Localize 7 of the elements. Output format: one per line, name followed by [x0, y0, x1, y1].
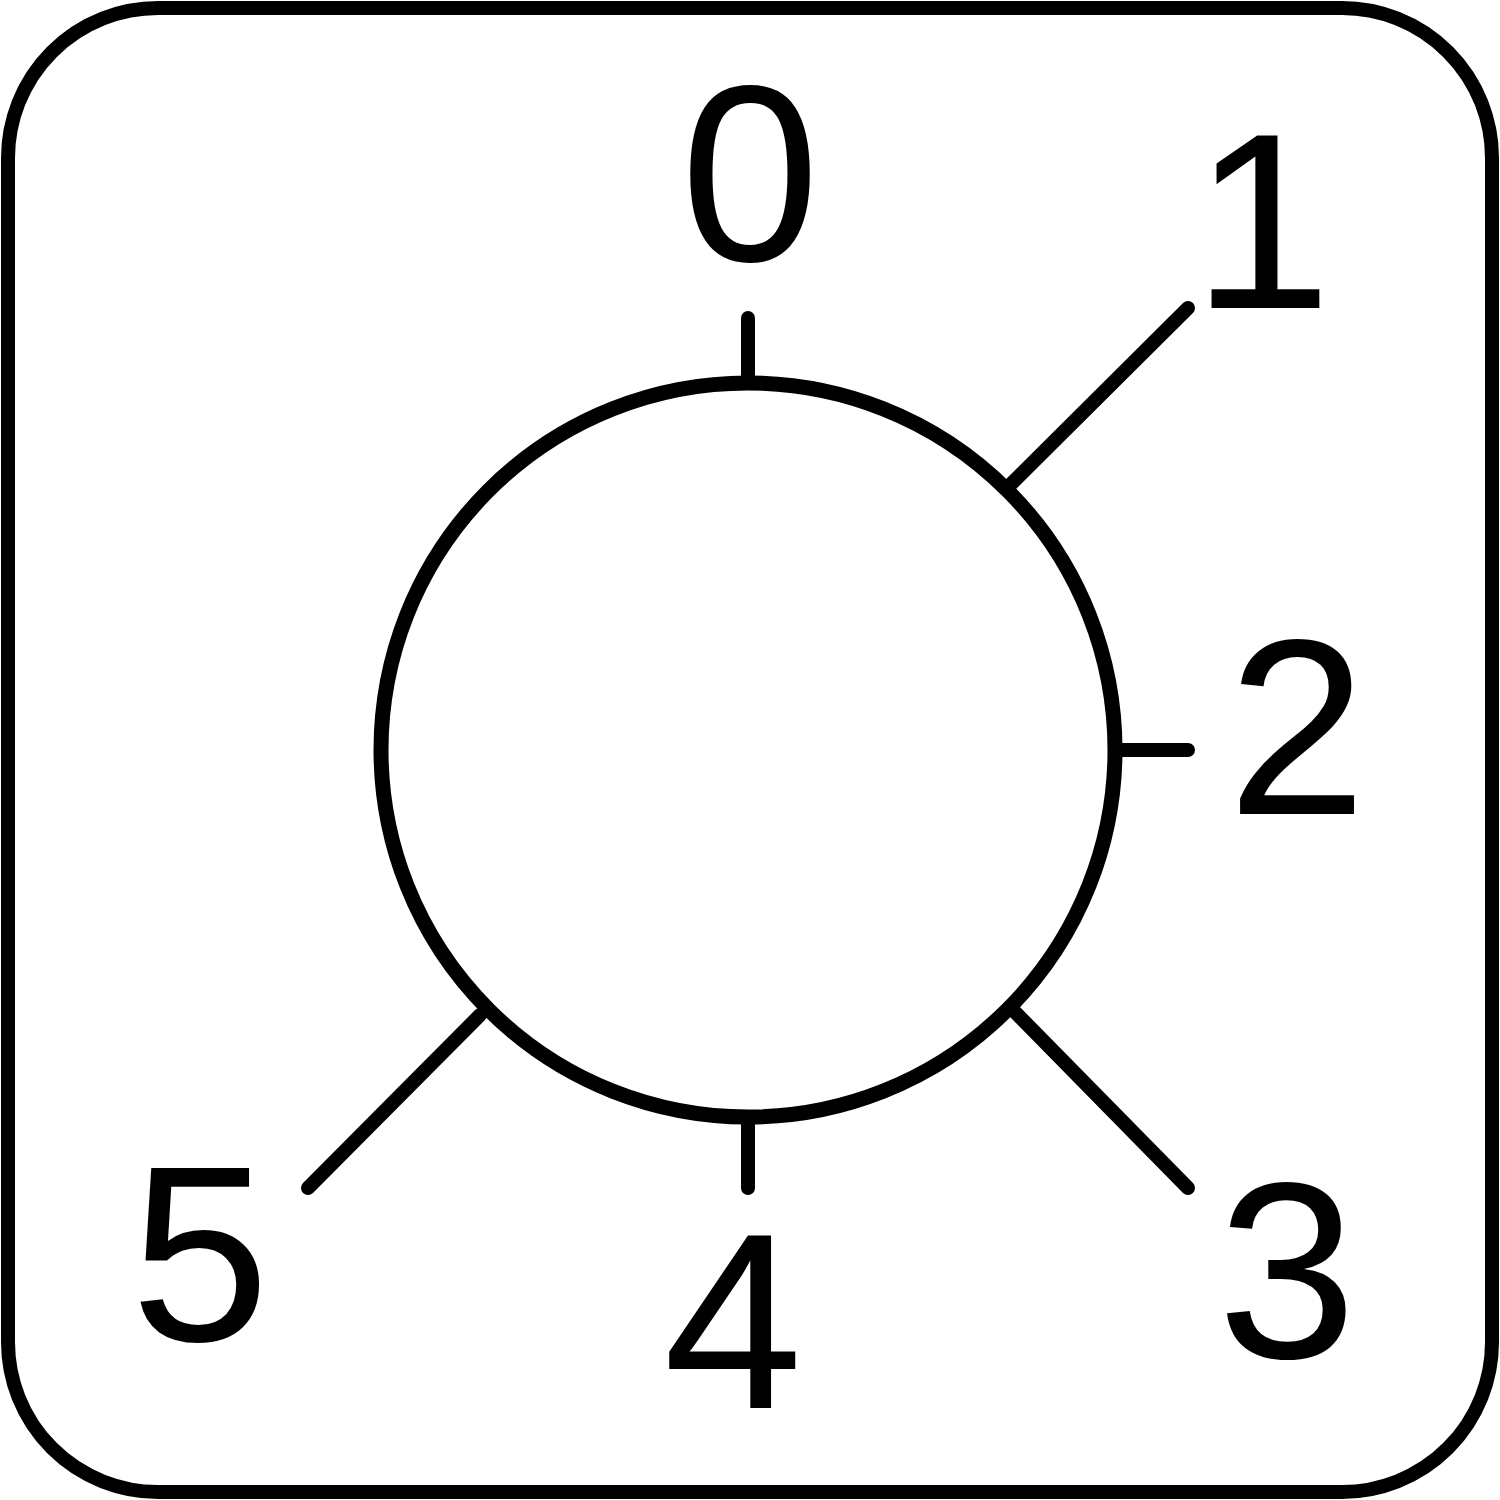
- position-number: 2: [1227, 603, 1367, 853]
- dial-circle: [373, 375, 1123, 1125]
- position-number: 4: [663, 1197, 803, 1447]
- position-number: 3: [1217, 1147, 1357, 1397]
- position-number: 0: [680, 50, 820, 300]
- position-number: 5: [130, 1130, 270, 1380]
- position-number: 1: [1192, 97, 1332, 347]
